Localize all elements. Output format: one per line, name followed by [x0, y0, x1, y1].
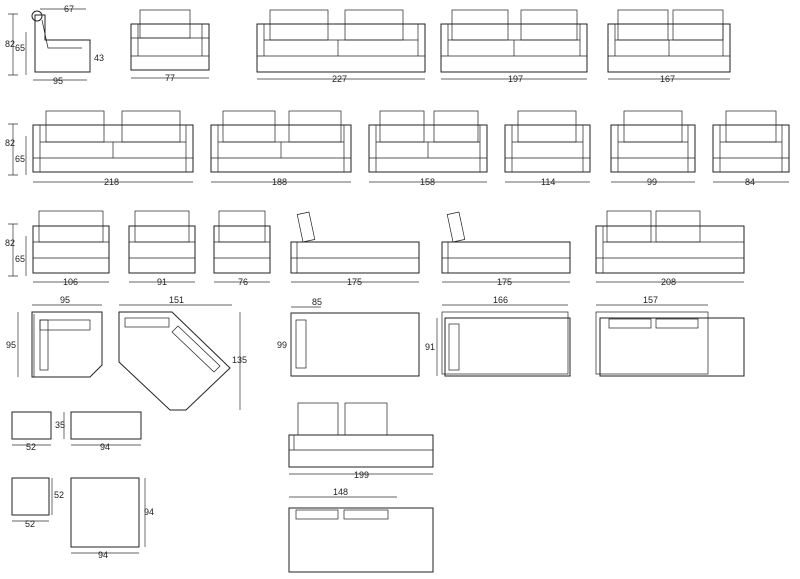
- sofa-front-167: 167: [607, 9, 731, 84]
- width-91: 91: [157, 277, 167, 287]
- corner-depth-95: 95: [6, 340, 16, 350]
- pouf-small-plan-width: 52: [25, 519, 35, 529]
- width-188: 188: [272, 177, 287, 187]
- pouf-height: 35: [55, 420, 65, 430]
- row2-height-arm: 65: [15, 154, 25, 164]
- pouf-front-small: 52 35: [11, 411, 65, 452]
- sofa-front-77: 77: [130, 9, 210, 83]
- sofa-plan-157: 157: [595, 295, 745, 377]
- width-106: 106: [63, 277, 78, 287]
- chaise2-width-166: 166: [493, 295, 508, 305]
- sofa-front-106: 106: [32, 210, 110, 287]
- sofa-front-218: 218: [32, 110, 194, 187]
- sofa-plan-148: 148: [288, 487, 434, 573]
- chaise-depth-99: 99: [277, 340, 287, 350]
- row3-height-dimension: 82 65: [5, 223, 27, 277]
- width-175-left: 175: [347, 277, 362, 287]
- plan-width-148: 148: [333, 487, 348, 497]
- side-seat-height: 43: [94, 53, 104, 63]
- sofa-front-208: 208: [595, 210, 745, 287]
- chaise-width-85: 85: [312, 297, 322, 307]
- width-158: 158: [420, 177, 435, 187]
- pouf-large-depth: 94: [144, 507, 154, 517]
- width-77: 77: [165, 73, 175, 83]
- width-218: 218: [104, 177, 119, 187]
- angled-width-151: 151: [169, 295, 184, 305]
- width-114: 114: [541, 177, 555, 187]
- row2-height-dimension: 82 65: [5, 123, 27, 176]
- sofa-front-91: 91: [128, 210, 196, 287]
- row3-height-total: 82: [5, 238, 15, 248]
- chaise2-depth-91: 91: [425, 342, 435, 352]
- side-width: 95: [53, 76, 63, 86]
- corner-plan-95: 95 95: [6, 295, 103, 378]
- corner-width-95: 95: [60, 295, 70, 305]
- sofa-front-199: 199: [288, 402, 434, 480]
- width-76: 76: [238, 277, 248, 287]
- plan-width-157: 157: [643, 295, 658, 305]
- chaise-front-175-left: 175: [290, 211, 420, 287]
- pouf-plan-large: 94 94: [70, 477, 154, 560]
- width-227: 227: [332, 74, 347, 84]
- side-height-total: 82: [5, 39, 15, 49]
- sofa-front-227: 227: [256, 9, 426, 84]
- chaise-plan-85: 85 99: [277, 297, 420, 377]
- chaise-plan-166: 166 91: [425, 295, 571, 377]
- side-height-arm: 65: [15, 43, 25, 53]
- sofa-front-158: 158: [368, 110, 488, 187]
- sofa-front-84: 84: [712, 110, 790, 187]
- row3-height-arm: 65: [15, 254, 25, 264]
- width-84: 84: [745, 177, 755, 187]
- width-99: 99: [647, 177, 657, 187]
- side-depth: 67: [64, 4, 74, 14]
- sofa-front-99: 99: [610, 110, 696, 187]
- pouf-front-long: 94: [70, 411, 142, 452]
- width-175-right: 175: [497, 277, 512, 287]
- sofa-front-197: 197: [440, 9, 588, 84]
- sofa-front-114: 114: [504, 110, 591, 187]
- width-199: 199: [354, 470, 369, 480]
- width-167: 167: [660, 74, 675, 84]
- angled-depth-135: 135: [232, 355, 247, 365]
- pouf-large-width: 94: [98, 550, 108, 560]
- sofa-front-76: 76: [213, 210, 271, 287]
- angled-plan-151: 151 135: [118, 295, 247, 411]
- width-208: 208: [661, 277, 676, 287]
- pouf-long-width: 94: [100, 442, 110, 452]
- pouf-plan-small: 52 52: [11, 477, 64, 529]
- chaise-front-175-right: 175: [441, 211, 571, 287]
- pouf-small-width: 52: [26, 442, 36, 452]
- row2-height-total: 82: [5, 138, 15, 148]
- sofa-front-188: 188: [210, 110, 352, 187]
- sofa-side-profile: 82 65 67 43 95: [5, 4, 104, 86]
- width-197: 197: [508, 74, 523, 84]
- pouf-small-plan-depth: 52: [54, 490, 64, 500]
